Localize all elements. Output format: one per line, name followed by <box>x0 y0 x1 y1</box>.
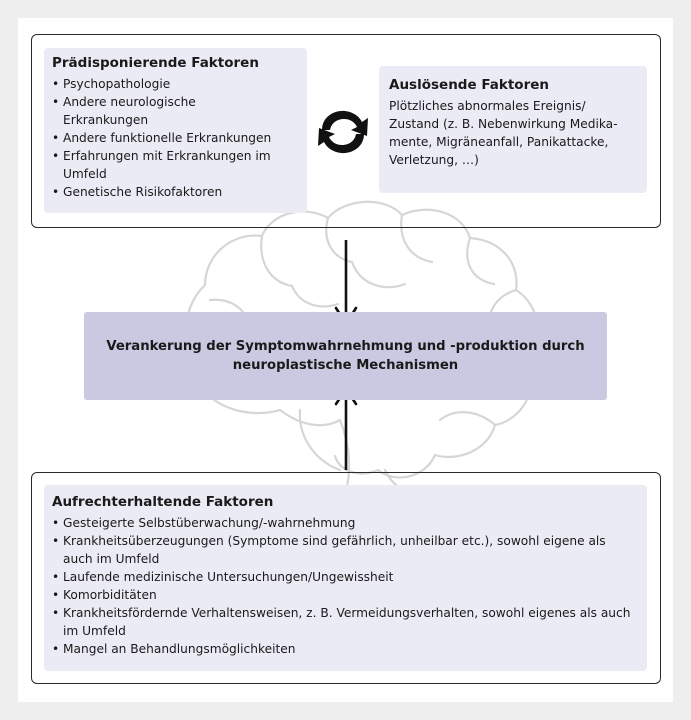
predisposing-factors-box: Prädisponierende Faktoren Psychopatholog… <box>44 48 307 213</box>
predisposing-factors-title: Prädisponierende Faktoren <box>52 54 299 73</box>
list-item: Laufende medizinische Untersuchungen/Ung… <box>52 568 639 586</box>
maintaining-factors-box: Aufrechterhaltende Faktoren Gesteigerte … <box>44 485 647 671</box>
triggering-factors-title: Auslösende Faktoren <box>389 76 639 95</box>
list-item: Krankheitsüberzeugungen (Symptome sind g… <box>52 532 639 568</box>
list-item: Erfahrungen mit Erkrankungen im Umfeld <box>52 147 273 183</box>
maintaining-factors-title: Aufrechterhaltende Faktoren <box>52 493 639 512</box>
list-item: Andere funktionelle Erkrankungen <box>52 129 299 147</box>
list-item: Genetische Risikofaktoren <box>52 183 299 201</box>
triggering-factors-box: Auslösende Faktoren Plötzliches abnormal… <box>379 66 647 193</box>
triggering-factors-text: Plötzliches abnormales Ereignis/ Zustand… <box>389 97 634 169</box>
list-item: Gesteigerte Selbstüberwachung/-wahrnehmu… <box>52 514 639 532</box>
cycle-arrows-icon <box>314 104 372 160</box>
maintaining-factors-list: Gesteigerte Selbstüberwachung/-wahrnehmu… <box>52 514 639 658</box>
list-item: Krankheitsfördernde Verhaltensweisen, z.… <box>52 604 639 640</box>
list-item: Mangel an Behandlungsmöglichkeiten <box>52 640 639 658</box>
neuroplastic-anchoring-box: Verankerung der Symptomwahrnehmung und -… <box>84 312 607 400</box>
center-box-text: Verankerung der Symptomwahrnehmung und -… <box>102 337 589 375</box>
predisposing-factors-list: Psychopathologie Andere neurologische Er… <box>52 75 299 201</box>
list-item: Psychopathologie <box>52 75 299 93</box>
list-item: Komorbiditäten <box>52 586 639 604</box>
list-item: Andere neurologische Erkrankungen <box>52 93 233 129</box>
